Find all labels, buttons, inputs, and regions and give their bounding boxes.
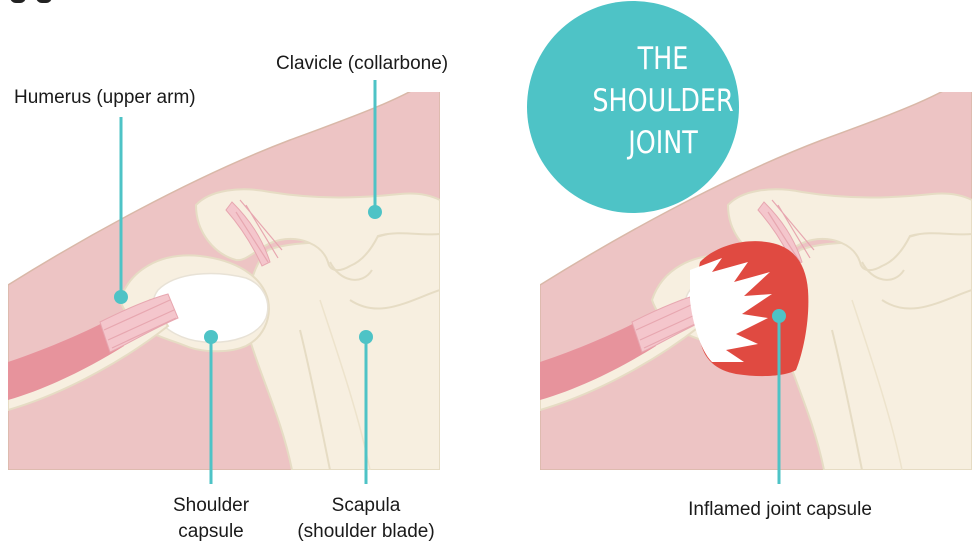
scapula-label-line1: Scapula <box>276 493 456 519</box>
humerus-label: Humerus (upper arm) <box>14 85 196 111</box>
cropped-heading-fragment <box>8 0 68 10</box>
clavicle-label: Clavicle (collarbone) <box>276 51 448 77</box>
inflamed-capsule-label: Inflamed joint capsule <box>660 497 900 523</box>
shoulder-capsule-label-line2: capsule <box>146 519 276 545</box>
badge-line-1: THE <box>552 38 773 80</box>
shoulder-capsule-label-line1: Shoulder <box>146 493 276 519</box>
badge-line-3: JOINT <box>552 122 773 164</box>
badge-line-2: SHOULDER <box>552 80 773 122</box>
shoulder-capsule-label: Shoulder capsule <box>146 493 276 545</box>
scapula-label-line2: (shoulder blade) <box>276 519 456 545</box>
title-badge-text: THE SHOULDER JOINT <box>552 38 773 164</box>
scapula-label: Scapula (shoulder blade) <box>276 493 456 545</box>
